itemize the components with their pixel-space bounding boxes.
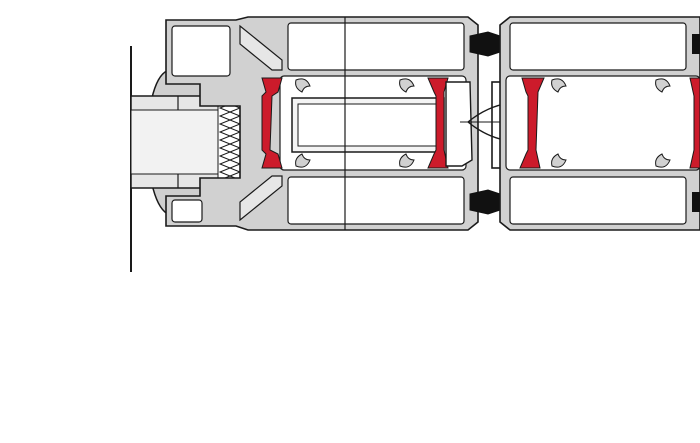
connector-screw-thread (217, 93, 243, 191)
insulation-rails (310, 103, 424, 147)
insulation-insert-inner (297, 103, 439, 147)
frame-right-clip-hooks (551, 78, 671, 168)
gasket-right-inner (519, 77, 545, 169)
connector-tube-inner-band (130, 109, 224, 175)
gasket-left-outer (261, 77, 283, 169)
sash-clip-frame (445, 81, 473, 167)
frame-left-chamber-top-outer (171, 25, 231, 77)
frame-left-chamber-bottom-outer (171, 199, 203, 223)
seal-right-edge-top (692, 34, 700, 54)
seal-right-edge-bottom (692, 192, 700, 212)
frame-left-diagonal-web-bottom (239, 175, 283, 222)
frame-left-clip-hooks (295, 78, 415, 168)
frame-right-chamber-top (509, 22, 687, 71)
frame-left-chamber-bottom-1 (287, 176, 465, 225)
frame-left-diagonal-web-top (239, 24, 283, 71)
seal-bottom (469, 189, 501, 215)
frame-left-chamber-top-1 (287, 22, 465, 71)
gasket-right-edge (689, 77, 700, 169)
frame-right-chamber-bottom (509, 176, 687, 225)
seal-top (469, 31, 501, 57)
frame-right-center-cavity (505, 75, 700, 171)
